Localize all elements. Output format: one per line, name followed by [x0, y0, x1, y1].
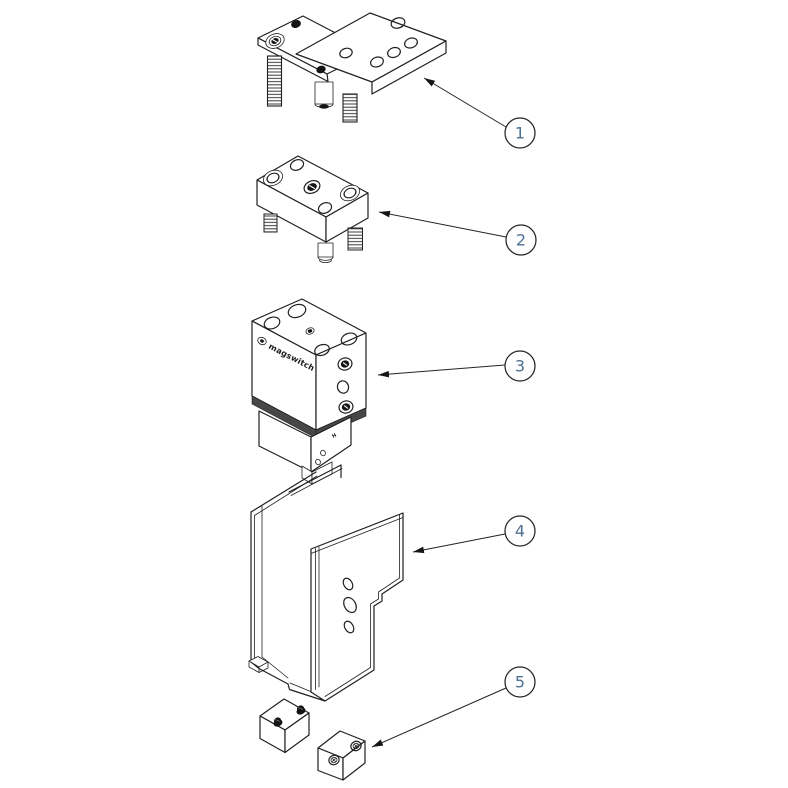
- callout-number: 3: [515, 357, 525, 376]
- hole: [320, 449, 326, 457]
- callout-3: 3: [377, 350, 536, 382]
- socket-screw-icon: [291, 19, 301, 29]
- washer-screw-icon: [265, 33, 285, 49]
- counterbore-socket-icon: [303, 179, 321, 195]
- callout-number: 1: [515, 124, 525, 143]
- callout-circle: [505, 224, 537, 256]
- callout-5: 5: [371, 666, 536, 748]
- leader-arrow: [371, 687, 507, 748]
- phillips-screw-icon: [328, 754, 340, 766]
- hex-screw-icon: [273, 717, 283, 727]
- threaded-stud: [266, 55, 283, 107]
- hole: [343, 596, 357, 614]
- hole: [343, 620, 355, 634]
- state-mark: H: [331, 433, 337, 440]
- part2-spacer-block: [256, 155, 369, 263]
- part4-mounting-bracket: [248, 464, 404, 702]
- bracket-foot: [248, 656, 269, 673]
- hole: [390, 17, 406, 29]
- callout-circle: [504, 515, 536, 547]
- callout-circle: [504, 666, 536, 698]
- hole: [289, 159, 305, 171]
- callout-number: 5: [515, 673, 525, 692]
- callout-number: 2: [516, 231, 526, 250]
- socket-screw-icon: [338, 400, 354, 414]
- part1-adapter-plate-assembly: [257, 12, 447, 123]
- hole: [287, 303, 307, 319]
- hole: [342, 577, 354, 591]
- cylinder-boss: [314, 81, 334, 109]
- callout-circle: [504, 350, 536, 382]
- hole: [315, 458, 321, 466]
- leader-arrow: [423, 77, 507, 128]
- callout-1: 1: [423, 77, 536, 149]
- leader-arrow: [378, 210, 507, 238]
- part3-magswitch-block: magswitch H: [251, 298, 367, 485]
- center-socket-icon: [305, 327, 315, 335]
- part5-clamp-blocks: [259, 698, 366, 781]
- hole: [314, 343, 330, 357]
- callout-4: 4: [412, 515, 536, 554]
- threaded-stud: [342, 93, 358, 123]
- hole: [370, 56, 384, 68]
- hole: [339, 47, 353, 59]
- phillips-screw-icon: [350, 740, 362, 752]
- callout-number: 4: [515, 522, 525, 541]
- hole: [263, 316, 281, 330]
- threaded-stud: [347, 227, 363, 251]
- part3-lower-housing: H: [258, 410, 352, 485]
- hole: [317, 202, 333, 214]
- cylinder-foot: [317, 242, 334, 263]
- hole: [387, 46, 401, 59]
- threaded-stud: [263, 213, 278, 233]
- socket-screw-icon: [316, 65, 326, 74]
- part1-flat-plate: [295, 12, 447, 95]
- brand-logo-icon: [257, 336, 267, 346]
- washer-screw-icon: [339, 184, 361, 202]
- hex-screw-icon: [296, 705, 306, 715]
- hole: [340, 332, 358, 346]
- hole: [404, 37, 418, 49]
- clamp-block-left: [259, 698, 310, 754]
- leader-arrow: [412, 533, 506, 554]
- clamp-block-right: [317, 730, 366, 781]
- washer-screw-icon: [262, 169, 284, 187]
- callout-circle: [504, 117, 536, 149]
- hole: [336, 380, 350, 394]
- leader-arrow: [377, 364, 506, 378]
- callout-2: 2: [378, 210, 537, 256]
- socket-screw-icon: [337, 357, 353, 371]
